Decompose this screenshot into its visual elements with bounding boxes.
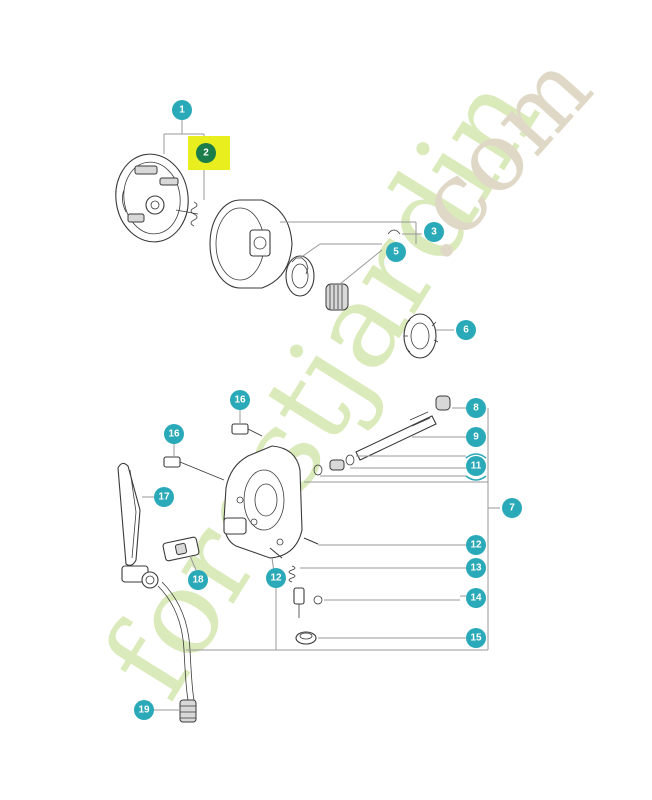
callout-17: 17 xyxy=(154,487,174,507)
callout-7: 7 xyxy=(502,498,522,518)
callout-11-ring-bottom xyxy=(465,475,487,481)
svg-text:11: 11 xyxy=(471,461,482,472)
callout-2: 2 xyxy=(196,143,216,163)
callout-15: 15 xyxy=(466,628,486,648)
callout-13: 13 xyxy=(466,558,486,578)
callout-16-lower: 16 xyxy=(164,424,184,444)
oil-pump-assembly xyxy=(117,395,451,723)
callouts: 1 2 3 5 6 16 16 17 8 9 11 7 12 13 14 15 … xyxy=(134,100,522,720)
callout-9: 9 xyxy=(466,427,486,447)
callout-11-ring-top xyxy=(465,453,487,459)
svg-text:9: 9 xyxy=(473,432,479,443)
svg-text:12: 12 xyxy=(270,573,282,584)
svg-text:16: 16 xyxy=(234,395,246,406)
callout-12-right: 12 xyxy=(466,535,486,555)
callout-14: 14 xyxy=(466,588,486,608)
callout-12-left: 12 xyxy=(266,568,286,588)
svg-text:14: 14 xyxy=(470,593,482,604)
callout-16-upper: 16 xyxy=(230,390,250,410)
callout-5: 5 xyxy=(386,242,406,262)
svg-text:12: 12 xyxy=(470,540,482,551)
watermark: forestjardin .com xyxy=(77,32,613,720)
svg-text:8: 8 xyxy=(473,403,479,414)
svg-text:6: 6 xyxy=(463,325,469,336)
svg-text:19: 19 xyxy=(138,705,150,716)
callout-18: 18 xyxy=(188,570,208,590)
callout-3: 3 xyxy=(424,222,444,242)
svg-text:3: 3 xyxy=(431,227,437,238)
svg-text:15: 15 xyxy=(470,633,482,644)
clutch-assembly xyxy=(115,153,439,359)
svg-text:1: 1 xyxy=(179,105,185,116)
callout-1: 1 xyxy=(172,100,192,120)
svg-text:2: 2 xyxy=(203,148,209,159)
callout-6: 6 xyxy=(456,320,476,340)
lower-leader-lines xyxy=(142,407,500,711)
callout-11: 11 xyxy=(466,456,486,476)
callout-8: 8 xyxy=(466,398,486,418)
svg-text:16: 16 xyxy=(168,429,180,440)
svg-text:13: 13 xyxy=(470,563,482,574)
callout-19: 19 xyxy=(134,700,154,720)
svg-text:17: 17 xyxy=(158,492,170,503)
svg-text:5: 5 xyxy=(393,247,399,258)
svg-text:18: 18 xyxy=(192,575,204,586)
svg-text:7: 7 xyxy=(509,503,515,514)
